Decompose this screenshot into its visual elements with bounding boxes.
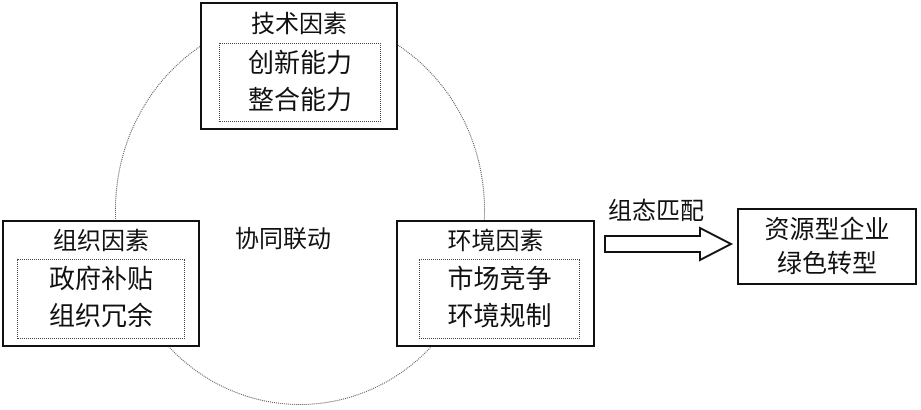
organization-factor-title: 组织因素: [53, 227, 149, 255]
technology-item: 整合能力: [247, 86, 352, 116]
environment-item: 市场竞争: [447, 265, 552, 295]
environment-factor-title: 环境因素: [447, 227, 544, 255]
environment-item: 环境规制: [447, 302, 552, 332]
technology-item: 创新能力: [247, 49, 352, 79]
technology-factor-box: 技术因素 创新能力 整合能力: [200, 2, 398, 130]
synergy-label: 协同联动: [235, 225, 331, 253]
configuration-match-label: 组态匹配: [608, 197, 704, 225]
outcome-line: 资源型企业: [764, 215, 890, 244]
technology-factor-title: 技术因素: [251, 10, 347, 38]
outcome-box: 资源型企业 绿色转型: [737, 208, 917, 285]
right-arrow-icon: [604, 226, 734, 262]
organization-item: 组织冗余: [48, 302, 153, 332]
organization-factor-items: 政府补贴 组织冗余: [17, 259, 185, 339]
environment-factor-items: 市场竞争 环境规制: [419, 259, 580, 339]
organization-item: 政府补贴: [48, 265, 153, 295]
technology-factor-items: 创新能力 整合能力: [219, 43, 381, 122]
outcome-line: 绿色转型: [776, 249, 877, 278]
organization-factor-box: 组织因素 政府补贴 组织冗余: [2, 220, 200, 347]
environment-factor-box: 环境因素 市场竞争 环境规制: [396, 220, 595, 347]
